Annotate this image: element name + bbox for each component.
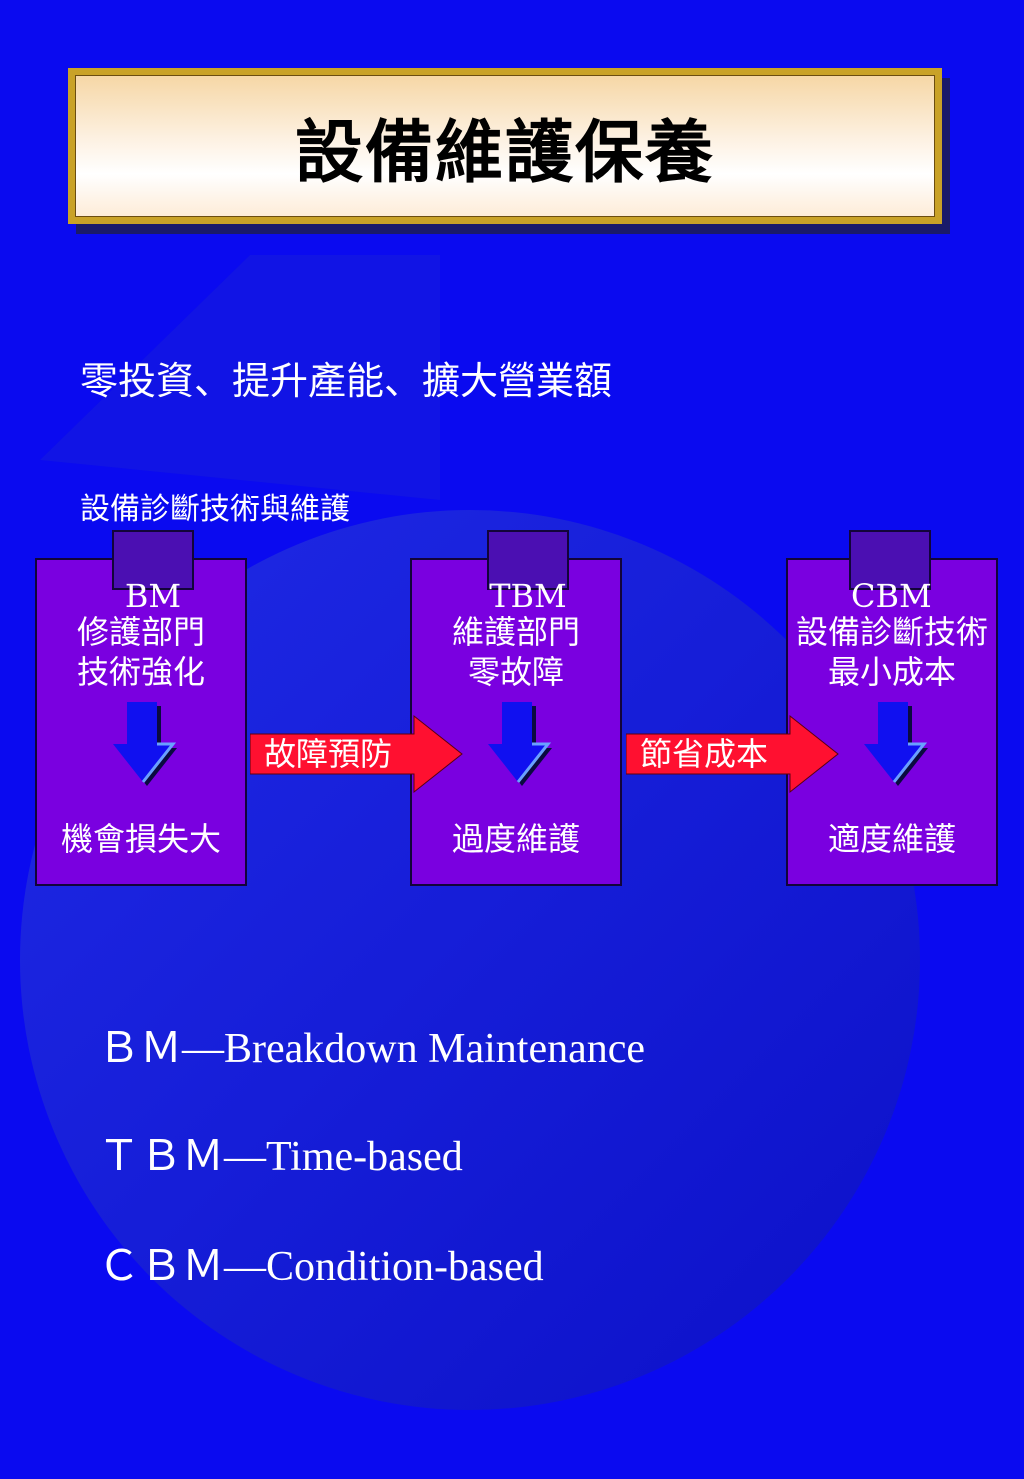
stage-result: 過度維護 xyxy=(451,820,580,858)
transition-label: 故障預防 xyxy=(264,735,393,773)
transition-label: 節省成本 xyxy=(640,735,769,773)
down-arrow-icon xyxy=(113,702,177,786)
stage-tag-bm: BM xyxy=(112,530,194,612)
stage-line: 最小成本 xyxy=(827,653,956,691)
subheading: 設備診斷技術與維護 xyxy=(80,492,350,527)
stage-box-tbm: 維護部門 零故障 過度維護 xyxy=(410,558,622,886)
legend-bm: ＢＭ—Breakdown Maintenance xyxy=(98,1026,646,1072)
legend-cbm: ＣＢＭ—Condition-based xyxy=(98,1244,544,1290)
stage-box-cbm: 設備診斷技術 最小成本 適度維護 xyxy=(786,558,998,886)
transition-arrow-2: 節省成本 xyxy=(625,714,840,794)
page-title: 設備維護保養 xyxy=(294,113,715,193)
down-arrow-icon xyxy=(864,702,928,786)
legend-tbm: ＴＢＭ—Time-based xyxy=(98,1134,463,1180)
right-arrow-icon xyxy=(625,714,839,794)
right-arrow-icon xyxy=(249,714,463,794)
slogan: 零投資、提升產能、擴大營業額 xyxy=(80,359,613,403)
stage-line: 維護部門 xyxy=(451,613,580,651)
stage-box-bm: 修護部門 技術強化 機會損失大 xyxy=(35,558,247,886)
transition-arrow-1: 故障預防 xyxy=(249,714,464,794)
stage-result: 機會損失大 xyxy=(60,820,221,858)
down-arrow-icon xyxy=(488,702,552,786)
stage-line: 設備診斷技術 xyxy=(795,613,988,651)
stage-line: 技術強化 xyxy=(76,653,205,691)
title-banner: 設備維護保養 xyxy=(68,68,942,224)
stage-result: 適度維護 xyxy=(827,820,956,858)
stage-tag-tbm: TBM xyxy=(487,530,569,612)
stage-line: 零故障 xyxy=(467,653,564,691)
stage-tag-cbm: CBM xyxy=(849,530,932,612)
stage-line: 修護部門 xyxy=(76,613,205,651)
